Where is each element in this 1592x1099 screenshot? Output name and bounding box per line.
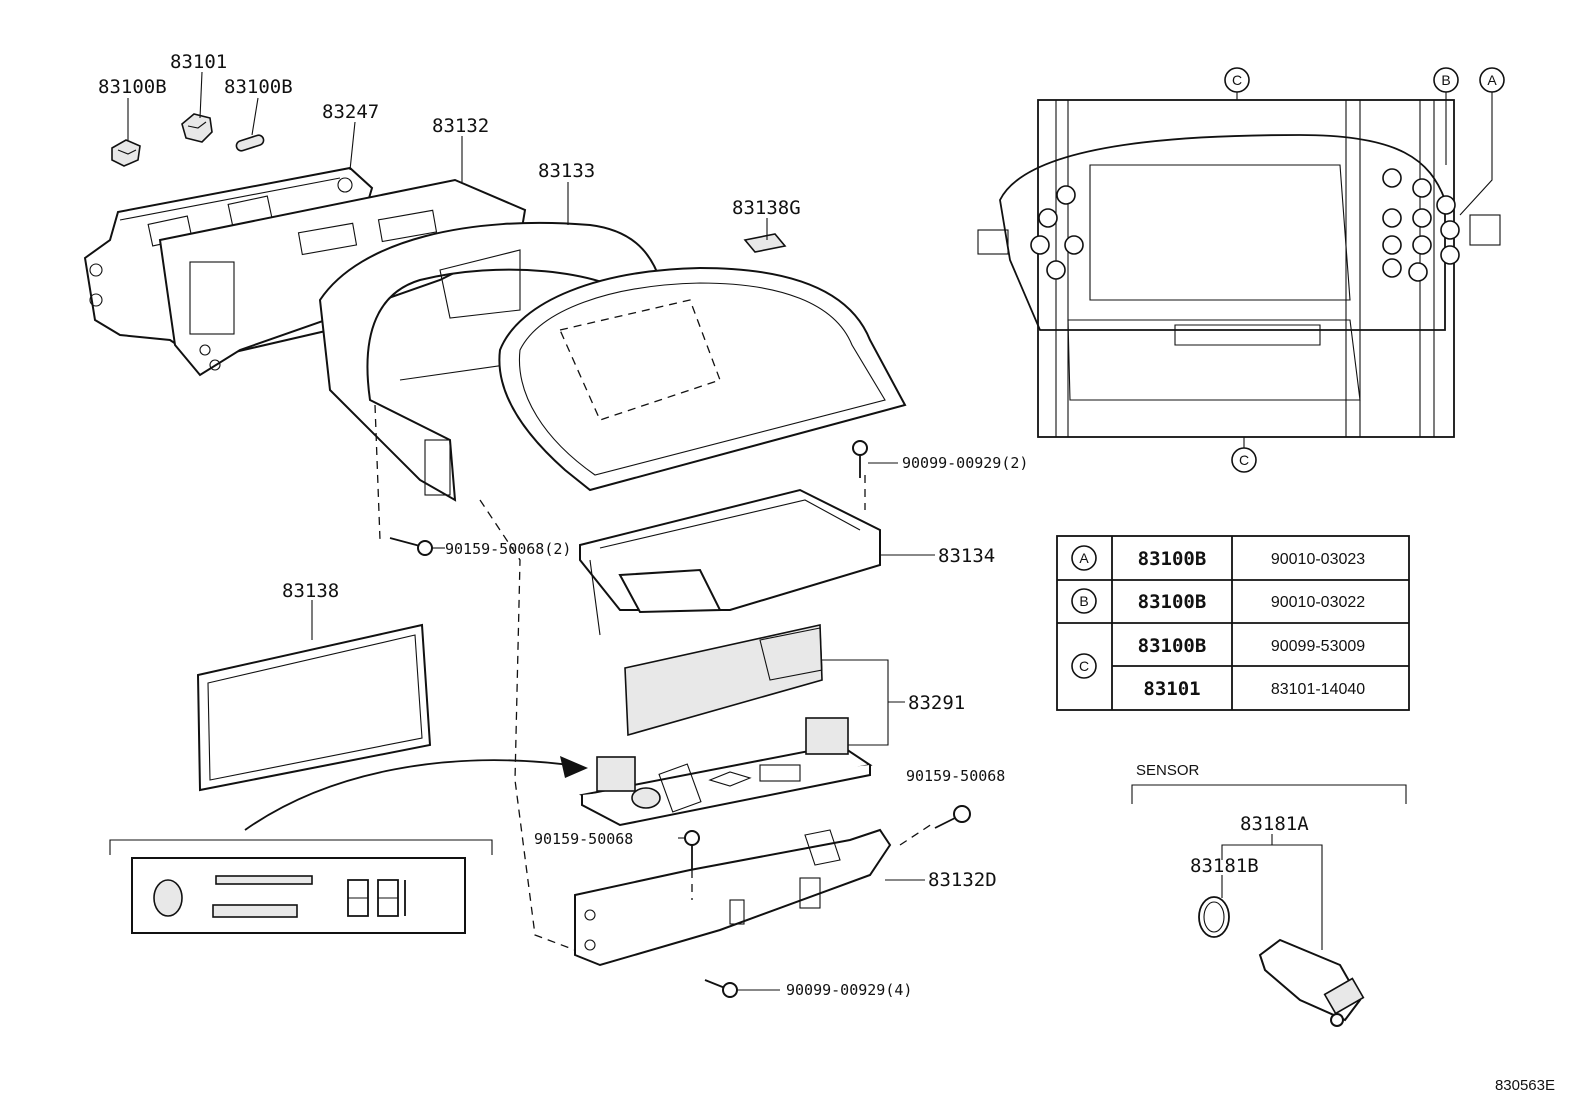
wedge-bulb [235, 134, 265, 152]
table-number-cell: 83101-14040 [1271, 681, 1365, 698]
callout-b-label: B [1441, 72, 1450, 88]
table-ref-label: B [1079, 593, 1088, 609]
gasket-83138 [196, 623, 432, 792]
label-83181a: 83181A [1240, 813, 1309, 835]
placement-arrow [244, 759, 571, 831]
arrow-head [560, 756, 588, 778]
label-83132d: 83132D [928, 869, 997, 891]
screw-icon [389, 537, 433, 556]
display-preview [131, 857, 466, 934]
leader-83100b-right [251, 97, 259, 136]
assembly-line-left [374, 404, 381, 541]
table-part-cell: 83101 [1143, 678, 1200, 700]
reference-table [1056, 535, 1410, 711]
bulb-socket-left [111, 139, 141, 167]
label-83100b-right: 83100B [224, 76, 293, 98]
screw-icon [852, 440, 868, 478]
label-90159-50068-2: 90159-50068(2) [445, 540, 571, 558]
inset-detail-view [977, 92, 1501, 448]
leader-83247 [349, 121, 356, 171]
label-83101: 83101 [170, 51, 227, 73]
label-83138g: 83138G [732, 197, 801, 219]
label-83100b-left: 83100B [98, 76, 167, 98]
pcb-board [579, 717, 873, 827]
label-83247: 83247 [322, 101, 379, 123]
label-83138: 83138 [282, 580, 339, 602]
label-83133: 83133 [538, 160, 595, 182]
callout-c-bottom-label: C [1239, 452, 1249, 468]
label-90099-00929-2: 90099-00929(2) [902, 454, 1028, 472]
sensor-bracket [1131, 784, 1407, 804]
display-case-83134 [579, 488, 881, 636]
label-83291: 83291 [908, 692, 965, 714]
table-number-cell: 90010-03022 [1271, 594, 1365, 611]
table-ref-label: C [1079, 658, 1089, 674]
display-preview-bracket [109, 839, 493, 855]
table-ref-circle [1071, 545, 1097, 571]
label-83181b: 83181B [1190, 855, 1259, 877]
table-ref-circle [1071, 653, 1097, 679]
inset-fastener-holes [1030, 168, 1460, 282]
table-number-cell: 90010-03023 [1271, 551, 1365, 568]
callout-c-top-label: C [1232, 72, 1242, 88]
assembly-line-center [479, 499, 576, 951]
speed-sensor [1258, 938, 1365, 1027]
label-90159-50068-mid: 90159-50068 [534, 830, 633, 848]
screw-icon [934, 805, 971, 829]
callout-b [1433, 67, 1459, 93]
callout-a-label: A [1487, 72, 1497, 88]
leader-83181a [1221, 834, 1323, 950]
callout-c-top [1224, 67, 1250, 93]
label-90099-00929-4: 90099-00929(4) [786, 981, 912, 999]
assembly-line-bracket [899, 821, 936, 846]
diagram-code: 830563E [1495, 1077, 1555, 1094]
leader-83101 [199, 71, 203, 119]
bulb-socket-center [181, 113, 213, 143]
label-83134: 83134 [938, 545, 995, 567]
table-part-cell: 83100B [1138, 591, 1207, 613]
table-part-cell: 83100B [1138, 548, 1207, 570]
o-ring [1198, 896, 1230, 938]
bracket-83132d [574, 828, 892, 967]
table-part-cell: 83100B [1138, 635, 1207, 657]
table-ref-label: A [1079, 550, 1089, 566]
table-ref-circle [1071, 588, 1097, 614]
table-number-cell: 90099-53009 [1271, 638, 1365, 655]
label-90159-50068-right: 90159-50068 [906, 767, 1005, 785]
label-83132: 83132 [432, 115, 489, 137]
screw-icon [684, 830, 700, 870]
sensor-heading: SENSOR [1136, 762, 1200, 779]
callout-c-bottom [1231, 447, 1257, 473]
callout-a [1479, 67, 1505, 93]
window-frame-83138g [498, 233, 907, 492]
lcd-panel-83291 [624, 624, 823, 737]
screw-icon [704, 979, 738, 998]
o-ring-inner [1203, 901, 1225, 933]
